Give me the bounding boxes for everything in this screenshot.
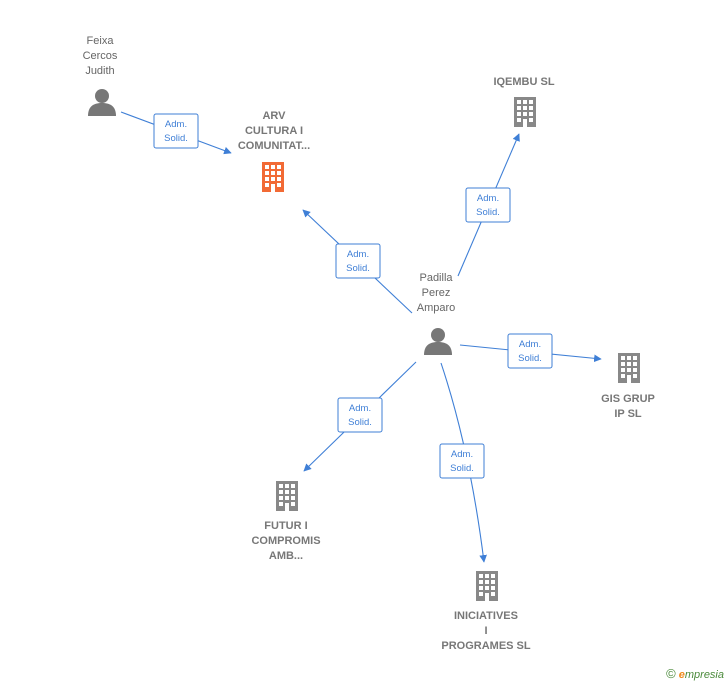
copyright-icon: © [666,666,676,681]
relation-label-padilla-iniciatives[interactable]: Adm.Solid. [439,443,485,479]
relation-label-feixa-arv[interactable]: Adm.Solid. [153,113,199,149]
relation-label-padilla-arv[interactable]: Adm.Solid. [335,243,381,279]
building-icon [276,481,298,511]
person-icon [424,328,452,355]
svg-text:Adm.Solid.: Adm.Solid. [164,119,188,144]
building-icon [476,571,498,601]
node-iqembu[interactable]: IQEMBU SL [493,76,555,127]
relation-label-padilla-futur[interactable]: Adm.Solid. [337,397,383,433]
person-icon [88,89,116,116]
building-icon [262,162,284,192]
relation-label-padilla-gis[interactable]: Adm.Solid. [507,333,553,369]
building-icon [514,97,536,127]
svg-text:Adm.Solid.: Adm.Solid. [518,339,542,364]
svg-text:Adm.Solid.: Adm.Solid. [346,249,370,274]
brand-name: mpresia [684,669,724,681]
svg-text:Adm.Solid.: Adm.Solid. [450,449,474,474]
brand-logo-initial: e [678,669,685,681]
brand-footer[interactable]: © empresia [666,666,724,681]
svg-text:Adm.Solid.: Adm.Solid. [476,193,500,218]
relation-labels: Adm.Solid. Adm.Solid. Adm.Solid. Adm.Solid.… [153,113,553,479]
node-label-iqembu: IQEMBU SL [493,76,554,88]
svg-text:Adm.Solid.: Adm.Solid. [348,403,372,428]
relation-label-padilla-iqembu[interactable]: Adm.Solid. [465,187,511,223]
building-icon [618,353,640,383]
